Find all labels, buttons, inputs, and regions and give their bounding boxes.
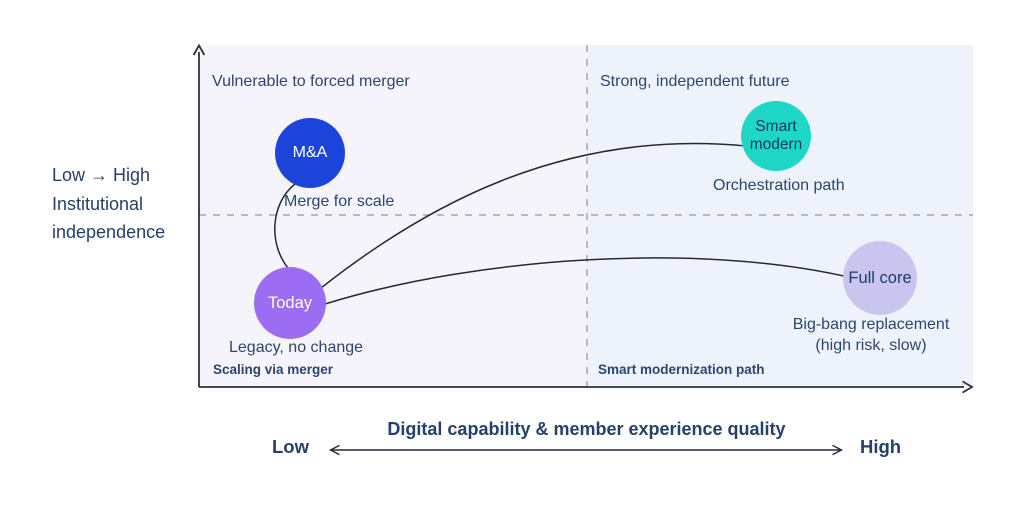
caption-top-right-quadrant: Strong, independent future [600,73,790,90]
caption-full-core-node: Big-bang replacement (high risk, slow) [771,315,971,356]
connector-today-to-ma [274,183,296,269]
connector-today-to-full-core [324,257,849,305]
node-today: Today [254,267,326,339]
footer-bottom-left-quadrant: Scaling via merger [213,362,334,377]
y-axis-label-line1: Low → High [52,165,151,185]
caption-top-left-quadrant: Vulnerable to forced merger [212,73,410,90]
node-ma: M&A [275,118,345,188]
caption-smart-modern-node: Orchestration path [713,177,845,194]
y-axis-label: Low → High Institutional independence [52,161,165,247]
caption-full-core-line1: Big-bang replacement [792,316,950,333]
caption-today-node: Legacy, no change [229,339,364,356]
x-axis-max-label: High [860,436,902,457]
node-today-label: Today [267,293,313,312]
y-axis-label-line3: independence [52,222,166,242]
caption-full-core-line2: (high risk, slow) [815,336,927,354]
y-axis-label-line2: Institutional [52,193,144,214]
bottom-arrow-left-head-icon [328,444,340,456]
x-axis-min-label: Low [272,436,309,457]
node-ma-label: M&A [292,143,328,161]
x-axis-arrowhead-icon [962,380,974,394]
left-half-background [200,45,587,387]
y-axis-arrowhead-icon [192,43,206,56]
caption-ma-node: Merge for scale [284,193,395,210]
x-axis-title: Digital capability & member experience q… [387,419,786,439]
footer-bottom-right-quadrant: Smart modernization path [598,362,765,377]
node-smart-modern-label-line1: Smart [755,118,797,136]
node-smart-modern-label: Smart modern [750,118,803,154]
connector-today-to-smart-modern [320,142,747,289]
node-smart-modern-label-line2: modern [749,136,803,153]
node-full-core: Full core [843,241,917,315]
node-full-core-label: Full core [848,268,912,287]
node-smart-modern: Smart modern [741,101,811,171]
bottom-arrow-right-head-icon [832,444,844,456]
